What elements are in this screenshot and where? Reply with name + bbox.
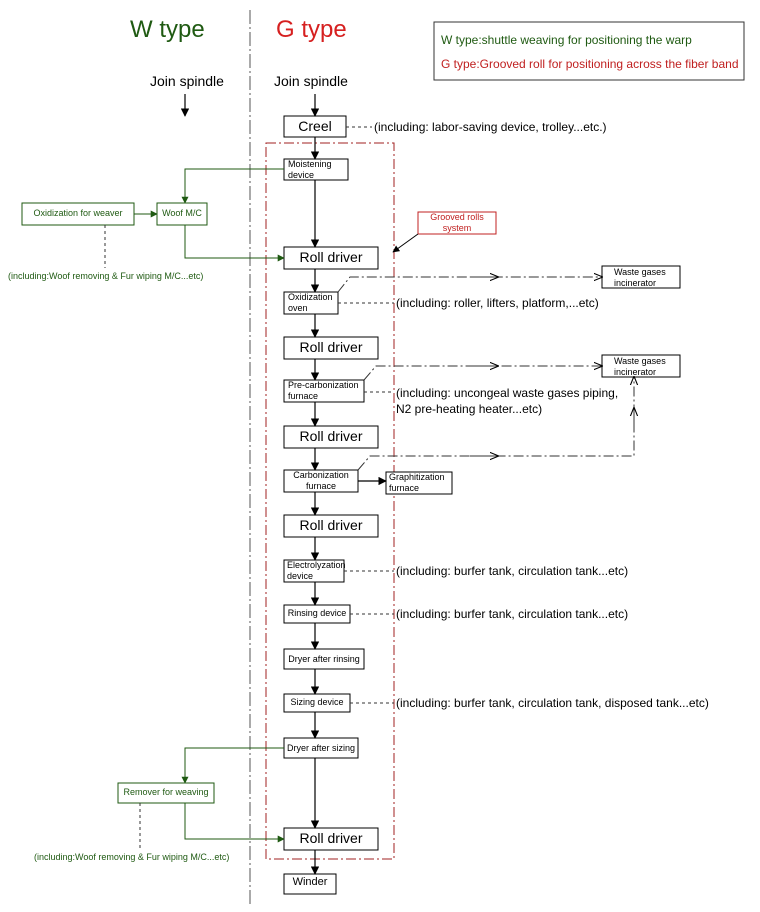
w-dryer-to-remover	[181, 747, 284, 784]
waste-gas-oven-line	[337, 277, 602, 293]
legend-w-text: W type:shuttle weaving for positioning t…	[441, 33, 692, 47]
grooved-rolls-line2: system	[442, 223, 472, 233]
precarbonization-line1: Pre-carbonization	[288, 380, 359, 390]
g-type-header: G type	[276, 16, 347, 43]
incinerator-bottom-line1: Waste gases	[614, 356, 666, 366]
w-type-header: W type	[130, 16, 205, 43]
graphitization-line1: Graphitization	[389, 472, 445, 482]
carbonization-line1: Carbonization	[293, 470, 349, 480]
roll-driver-box-2	[283, 336, 379, 360]
incinerator-bottom-line2: incinerator	[614, 367, 657, 377]
winder-box	[283, 873, 337, 895]
roll-driver-label-2: Roll driver	[299, 339, 363, 355]
winder-label: Winder	[292, 876, 328, 888]
legend-g-text: G type:Grooved roll for positioning acro…	[441, 57, 739, 71]
join-spindle-g: Join spindle	[274, 73, 348, 89]
incinerator-top-line1: Waste gases	[614, 267, 666, 277]
precarbonization-box	[283, 379, 365, 403]
incinerator-top-line2: incinerator	[614, 278, 657, 288]
precarbonization-label: Pre-carbonization furnace	[288, 380, 364, 402]
sizing-note: (including: burfer tank, circulation tan…	[396, 696, 709, 710]
grooved-rolls-region	[265, 142, 395, 860]
incinerator-bottom-label: Waste gases incinerator	[614, 356, 680, 378]
w-remover-to-roll	[184, 803, 285, 843]
oxidization-weaver-label: Oxidization for weaver	[33, 208, 123, 218]
roll-driver-label-1: Roll driver	[299, 249, 363, 265]
electrolyzation-line2: device	[287, 571, 314, 581]
creel-note: (including: labor-saving device, trolley…	[374, 120, 607, 134]
graphitization-line2: furnace	[389, 483, 420, 493]
join-spindle-w: Join spindle	[150, 73, 224, 89]
legend-box	[433, 21, 745, 81]
grooved-rolls-label: Grooved rolls system	[418, 212, 496, 234]
remover-weaving-box	[117, 782, 215, 804]
grooved-rolls-pointer	[392, 233, 419, 253]
rinsing-label: Rinsing device	[287, 608, 347, 618]
carbonization-line2: furnace	[305, 481, 337, 491]
sizing-label: Sizing device	[290, 697, 344, 707]
woof-note-2: (including:Woof removing & Fur wiping M/…	[34, 852, 230, 862]
roll-driver-label-3: Roll driver	[299, 428, 363, 444]
roll-driver-label-4: Roll driver	[299, 517, 363, 533]
carbonization-label: Carbonization furnace	[284, 470, 358, 492]
precarb-note-2: N2 pre-heating heater...etc)	[396, 402, 543, 416]
roll-driver-box-4	[283, 514, 379, 538]
waste-gas-precarb-line	[363, 366, 602, 381]
waste-gas-carb-line	[357, 377, 634, 471]
roll-driver-label-5: Roll driver	[299, 830, 363, 846]
electrolyzation-line1: Electrolyzation	[287, 560, 346, 570]
oxidization-oven-line1: Oxidization	[288, 292, 333, 302]
creel-label: Creel	[298, 118, 332, 134]
roll-driver-box-3	[283, 425, 379, 449]
precarb-note-1: (including: uncongeal waste gases piping…	[396, 386, 619, 400]
moistening-line2: device	[288, 170, 315, 180]
incinerator-top-label: Waste gases incinerator	[614, 267, 680, 289]
remover-weaving-label: Remover for weaving	[123, 787, 209, 797]
dryer-rinsing-box	[283, 648, 365, 670]
oxidization-oven-label: Oxidization oven	[288, 292, 338, 314]
moistening-label: Moistening device	[288, 159, 348, 181]
oven-note: (including: roller, lifters, platform,..…	[396, 296, 599, 310]
rinsing-note: (including: burfer tank, circulation tan…	[396, 607, 629, 621]
electrolyzation-note: (including: burfer tank, circulation tan…	[396, 564, 629, 578]
dryer-rinsing-label: Dryer after rinsing	[288, 654, 360, 664]
woof-note-1: (including:Woof removing & Fur wiping M/…	[8, 271, 204, 281]
w-moistening-to-woof	[181, 168, 284, 204]
w-woof-to-roll	[184, 225, 285, 262]
grooved-rolls-label-box	[417, 211, 497, 235]
woof-mc-label: Woof M/C	[162, 208, 202, 218]
electrolyzation-label: Electrolyzation device	[287, 560, 346, 582]
grooved-rolls-line1: Grooved rolls	[430, 212, 484, 222]
graphitization-label: Graphitization furnace	[389, 472, 451, 494]
moistening-line1: Moistening	[288, 159, 332, 169]
dryer-sizing-label: Dryer after sizing	[286, 743, 356, 753]
precarbonization-line2: furnace	[288, 391, 319, 401]
oxidization-oven-line2: oven	[288, 303, 308, 313]
